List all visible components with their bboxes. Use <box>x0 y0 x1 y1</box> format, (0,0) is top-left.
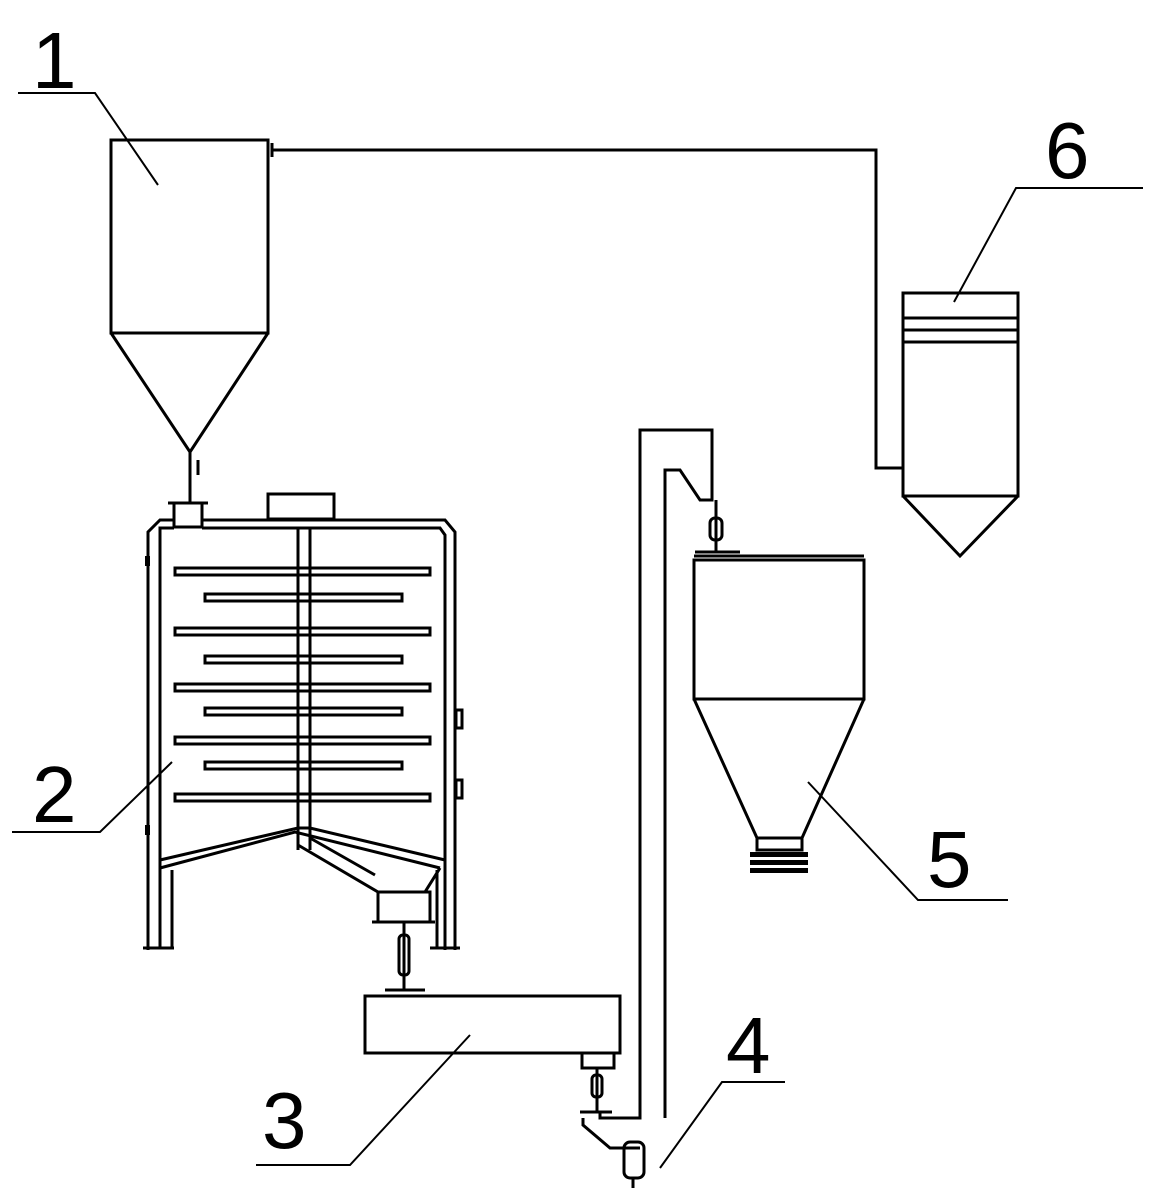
product-silo-5 <box>692 554 866 873</box>
leader-line-6 <box>953 187 1143 303</box>
return-pipe <box>272 148 903 470</box>
bucket-elevator-4 <box>581 428 740 1188</box>
label-1: 1 <box>32 16 77 105</box>
leader-line-4 <box>659 1081 785 1169</box>
screw-conveyor-3 <box>363 994 622 1114</box>
feed-hopper-1 <box>109 138 270 529</box>
leader-line-1 <box>18 92 159 186</box>
leader-line-3 <box>256 1034 471 1166</box>
label-3: 3 <box>262 1076 307 1165</box>
dryer-tank-2 <box>143 492 464 992</box>
label-6: 6 <box>1045 106 1090 195</box>
label-2: 2 <box>32 750 77 839</box>
leader-line-2 <box>12 761 173 833</box>
dust-collector-6 <box>901 291 1020 559</box>
label-4: 4 <box>726 1001 771 1090</box>
leader-line-5 <box>807 781 1008 901</box>
label-5: 5 <box>927 815 972 904</box>
